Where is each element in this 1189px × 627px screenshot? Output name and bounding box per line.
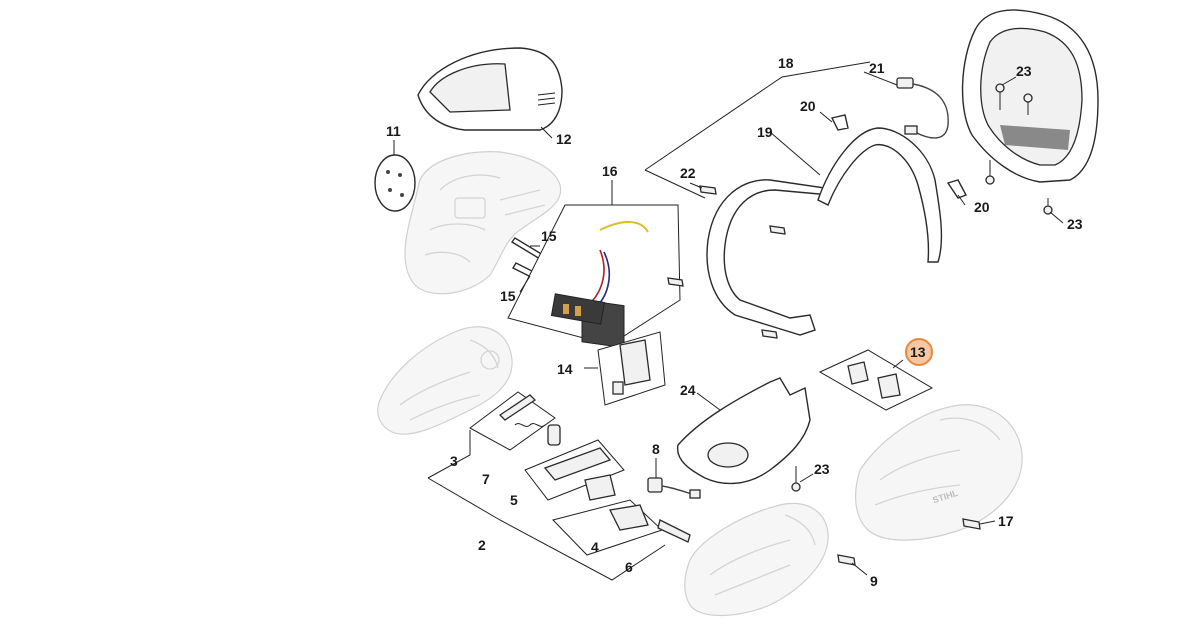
callout-12: 12 bbox=[556, 131, 572, 147]
callout-14: 14 bbox=[557, 361, 573, 377]
ghost-handle-half-bottom bbox=[684, 502, 829, 617]
part-12-top-cover bbox=[417, 47, 563, 131]
callout-24: 24 bbox=[680, 382, 696, 398]
callout-21: 21 bbox=[869, 60, 885, 76]
part-24-lower-cover bbox=[676, 377, 811, 485]
callout-9: 9 bbox=[870, 573, 878, 589]
part-20-clip-upper bbox=[830, 114, 849, 131]
callout-8: 8 bbox=[652, 441, 660, 457]
callout-7: 7 bbox=[482, 471, 490, 487]
ghost-motor-housing bbox=[404, 151, 562, 295]
part-13-pads-frame bbox=[818, 349, 934, 411]
callout-16: 16 bbox=[602, 163, 618, 179]
callout-23-lower: 23 bbox=[814, 461, 830, 477]
ghost-handle-half-left bbox=[377, 326, 513, 435]
callout-17: 17 bbox=[998, 513, 1014, 529]
ghost-front-housing: STIHL bbox=[855, 404, 1023, 541]
screws-22 bbox=[667, 185, 786, 339]
screw-17 bbox=[962, 518, 981, 530]
callout-20-lower: 20 bbox=[974, 199, 990, 215]
part-14-switch-frame bbox=[597, 331, 666, 406]
callout-22: 22 bbox=[680, 165, 696, 181]
part-21-cable bbox=[896, 77, 949, 139]
callout-15-lower: 15 bbox=[500, 288, 516, 304]
part-7-spring bbox=[514, 423, 561, 446]
screw-23-lower bbox=[791, 466, 801, 492]
callout-6: 6 bbox=[625, 559, 633, 575]
part-8-microswitch bbox=[647, 477, 701, 499]
part-16-electronics-frame bbox=[507, 204, 681, 349]
callout-13[interactable]: 13 bbox=[910, 344, 926, 360]
callout-11: 11 bbox=[386, 123, 401, 139]
part-19-loop-handle bbox=[706, 127, 943, 336]
callout-20-upper: 20 bbox=[800, 98, 816, 114]
callout-3: 3 bbox=[450, 453, 458, 469]
callout-4: 4 bbox=[591, 539, 599, 555]
callout-23-right: 23 bbox=[1067, 216, 1083, 232]
part-5-lockout-frame bbox=[524, 439, 625, 501]
callout-15-upper: 15 bbox=[541, 228, 557, 244]
part-11-gasket bbox=[374, 154, 416, 212]
part-20-clip-lower bbox=[946, 179, 967, 199]
callout-13-highlight[interactable]: 13 bbox=[905, 338, 933, 366]
part-3-lever-frame bbox=[469, 391, 556, 451]
trigger-group-frame bbox=[427, 430, 666, 581]
screw-23-top-right bbox=[985, 83, 1053, 215]
callout-5: 5 bbox=[510, 492, 518, 508]
callout-13-badge[interactable] bbox=[905, 338, 933, 366]
callout-18: 18 bbox=[778, 55, 794, 71]
callout-19: 19 bbox=[757, 124, 773, 140]
part-4-trigger-frame bbox=[552, 499, 691, 556]
leader-lines bbox=[393, 71, 1064, 576]
callout-2: 2 bbox=[478, 537, 486, 553]
callout-23-top: 23 bbox=[1016, 63, 1032, 79]
part-18-frame-lines bbox=[644, 61, 871, 199]
